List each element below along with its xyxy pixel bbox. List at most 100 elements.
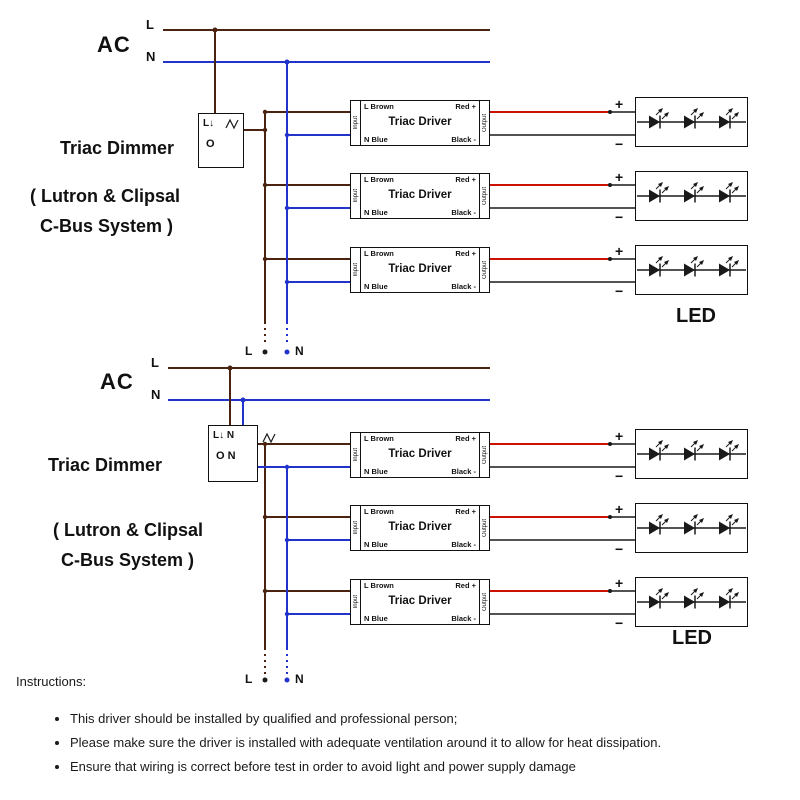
driver-output-label: Output: [481, 518, 488, 537]
driver-title: Triac Driver: [388, 521, 452, 534]
top-n-line-label: N: [146, 49, 156, 64]
driver-output-strip: Output: [479, 248, 489, 292]
driver-input-strip: Input: [351, 174, 361, 218]
driver-output-label: Output: [481, 592, 488, 611]
driver-body: L Brown Red + Triac Driver N Blue Black -: [361, 174, 479, 218]
driver-title: Triac Driver: [388, 189, 452, 202]
driver-input-strip: Input: [351, 101, 361, 145]
top-system-label-line2: C-Bus System ): [40, 216, 174, 236]
led-module-box: [635, 503, 748, 553]
instruction-item: Ensure that wiring is correct before tes…: [70, 759, 788, 774]
driver-l-brown-label: L Brown: [364, 507, 394, 516]
driver-black-minus-label: Black -: [451, 613, 476, 623]
driver-input-label: Input: [352, 189, 359, 203]
driver-top-row: L Brown Red +: [364, 435, 476, 443]
instructions-list: This driver should be installed by quali…: [52, 711, 788, 774]
led-plus-terminal-label: +: [615, 501, 624, 517]
driver-n-blue-label: N Blue: [364, 281, 388, 291]
driver-input-strip: Input: [351, 433, 361, 477]
driver-output-strip: Output: [479, 101, 489, 145]
driver-black-minus-label: Black -: [451, 466, 476, 476]
bottom-system-label-line2: C-Bus System ): [61, 550, 195, 570]
led-plus-terminal-label: +: [615, 428, 624, 444]
driver-input-strip: Input: [351, 506, 361, 550]
driver-output-label: Output: [481, 445, 488, 464]
driver-n-blue-label: N Blue: [364, 134, 388, 144]
driver-top-row: L Brown Red +: [364, 176, 476, 184]
led-minus-terminal-label: −: [615, 541, 624, 557]
led-module-box: [635, 429, 748, 479]
driver-output-label: Output: [481, 186, 488, 205]
driver-red-plus-label: Red +: [455, 581, 476, 590]
led-minus-terminal-label: −: [615, 615, 624, 631]
top-system-label-line1: ( Lutron & Clipsal: [30, 186, 180, 206]
driver-bottom-row: N Blue Black -: [364, 207, 476, 217]
driver-l-brown-label: L Brown: [364, 175, 394, 184]
driver-black-minus-label: Black -: [451, 281, 476, 291]
led-module-box: [635, 97, 748, 147]
driver-title: Triac Driver: [388, 448, 452, 461]
driver-l-brown-label: L Brown: [364, 434, 394, 443]
driver-input-label: Input: [352, 263, 359, 277]
driver-top-row: L Brown Red +: [364, 582, 476, 590]
bottom-dimmer-ln-label: L↓ N: [213, 430, 235, 441]
bottom-ac-label: AC: [100, 369, 134, 394]
led-module-box: [635, 577, 748, 627]
driver-input-strip: Input: [351, 580, 361, 624]
instructions-title: Instructions:: [16, 674, 87, 689]
top-marker-l-label: L: [245, 344, 253, 358]
driver-red-plus-label: Red +: [455, 434, 476, 443]
driver-input-strip: Input: [351, 248, 361, 292]
instructions-block: Instructions: This driver should be inst…: [16, 674, 788, 783]
driver-input-label: Input: [352, 116, 359, 130]
driver-l-brown-label: L Brown: [364, 581, 394, 590]
driver-output-strip: Output: [479, 174, 489, 218]
top-dimmer-l-label: L↓: [203, 118, 215, 129]
driver-l-brown-label: L Brown: [364, 249, 394, 258]
driver-n-blue-label: N Blue: [364, 207, 388, 217]
triac-driver-box: Input L Brown Red + Triac Driver N Blue Bl…: [350, 173, 490, 219]
bottom-triac-dimmer-box: L↓ N O N: [208, 425, 258, 482]
driver-black-minus-label: Black -: [451, 134, 476, 144]
led-minus-terminal-label: −: [615, 209, 624, 225]
led-minus-terminal-label: −: [615, 468, 624, 484]
bottom-marker-l-label: L: [245, 672, 253, 686]
top-section-wires: [163, 27, 635, 355]
driver-bottom-row: N Blue Black -: [364, 281, 476, 291]
driver-input-label: Input: [352, 521, 359, 535]
driver-black-minus-label: Black -: [451, 539, 476, 549]
bottom-marker-l-dot: [262, 677, 268, 683]
bottom-l-line-label: L: [151, 355, 159, 370]
driver-title: Triac Driver: [388, 263, 452, 276]
top-led-label: LED: [676, 305, 716, 327]
driver-body: L Brown Red + Triac Driver N Blue Black -: [361, 506, 479, 550]
instruction-item: Please make sure the driver is installed…: [70, 735, 788, 750]
led-minus-terminal-label: −: [615, 136, 624, 152]
driver-red-plus-label: Red +: [455, 175, 476, 184]
bottom-n-line-label: N: [151, 387, 161, 402]
top-triac-dimmer-box: L↓ O: [198, 113, 244, 168]
driver-bottom-row: N Blue Black -: [364, 134, 476, 144]
driver-red-plus-label: Red +: [455, 507, 476, 516]
driver-black-minus-label: Black -: [451, 207, 476, 217]
top-dimmer-o-label: O: [206, 138, 215, 150]
top-marker-n-label: N: [295, 344, 304, 358]
led-module-box: [635, 171, 748, 221]
led-minus-terminal-label: −: [615, 283, 624, 299]
driver-l-brown-label: L Brown: [364, 102, 394, 111]
bottom-led-label: LED: [672, 627, 712, 649]
led-symbols: [637, 107, 746, 610]
driver-n-blue-label: N Blue: [364, 539, 388, 549]
top-l-line-label: L: [146, 17, 154, 32]
bottom-section-wires: [168, 365, 635, 683]
